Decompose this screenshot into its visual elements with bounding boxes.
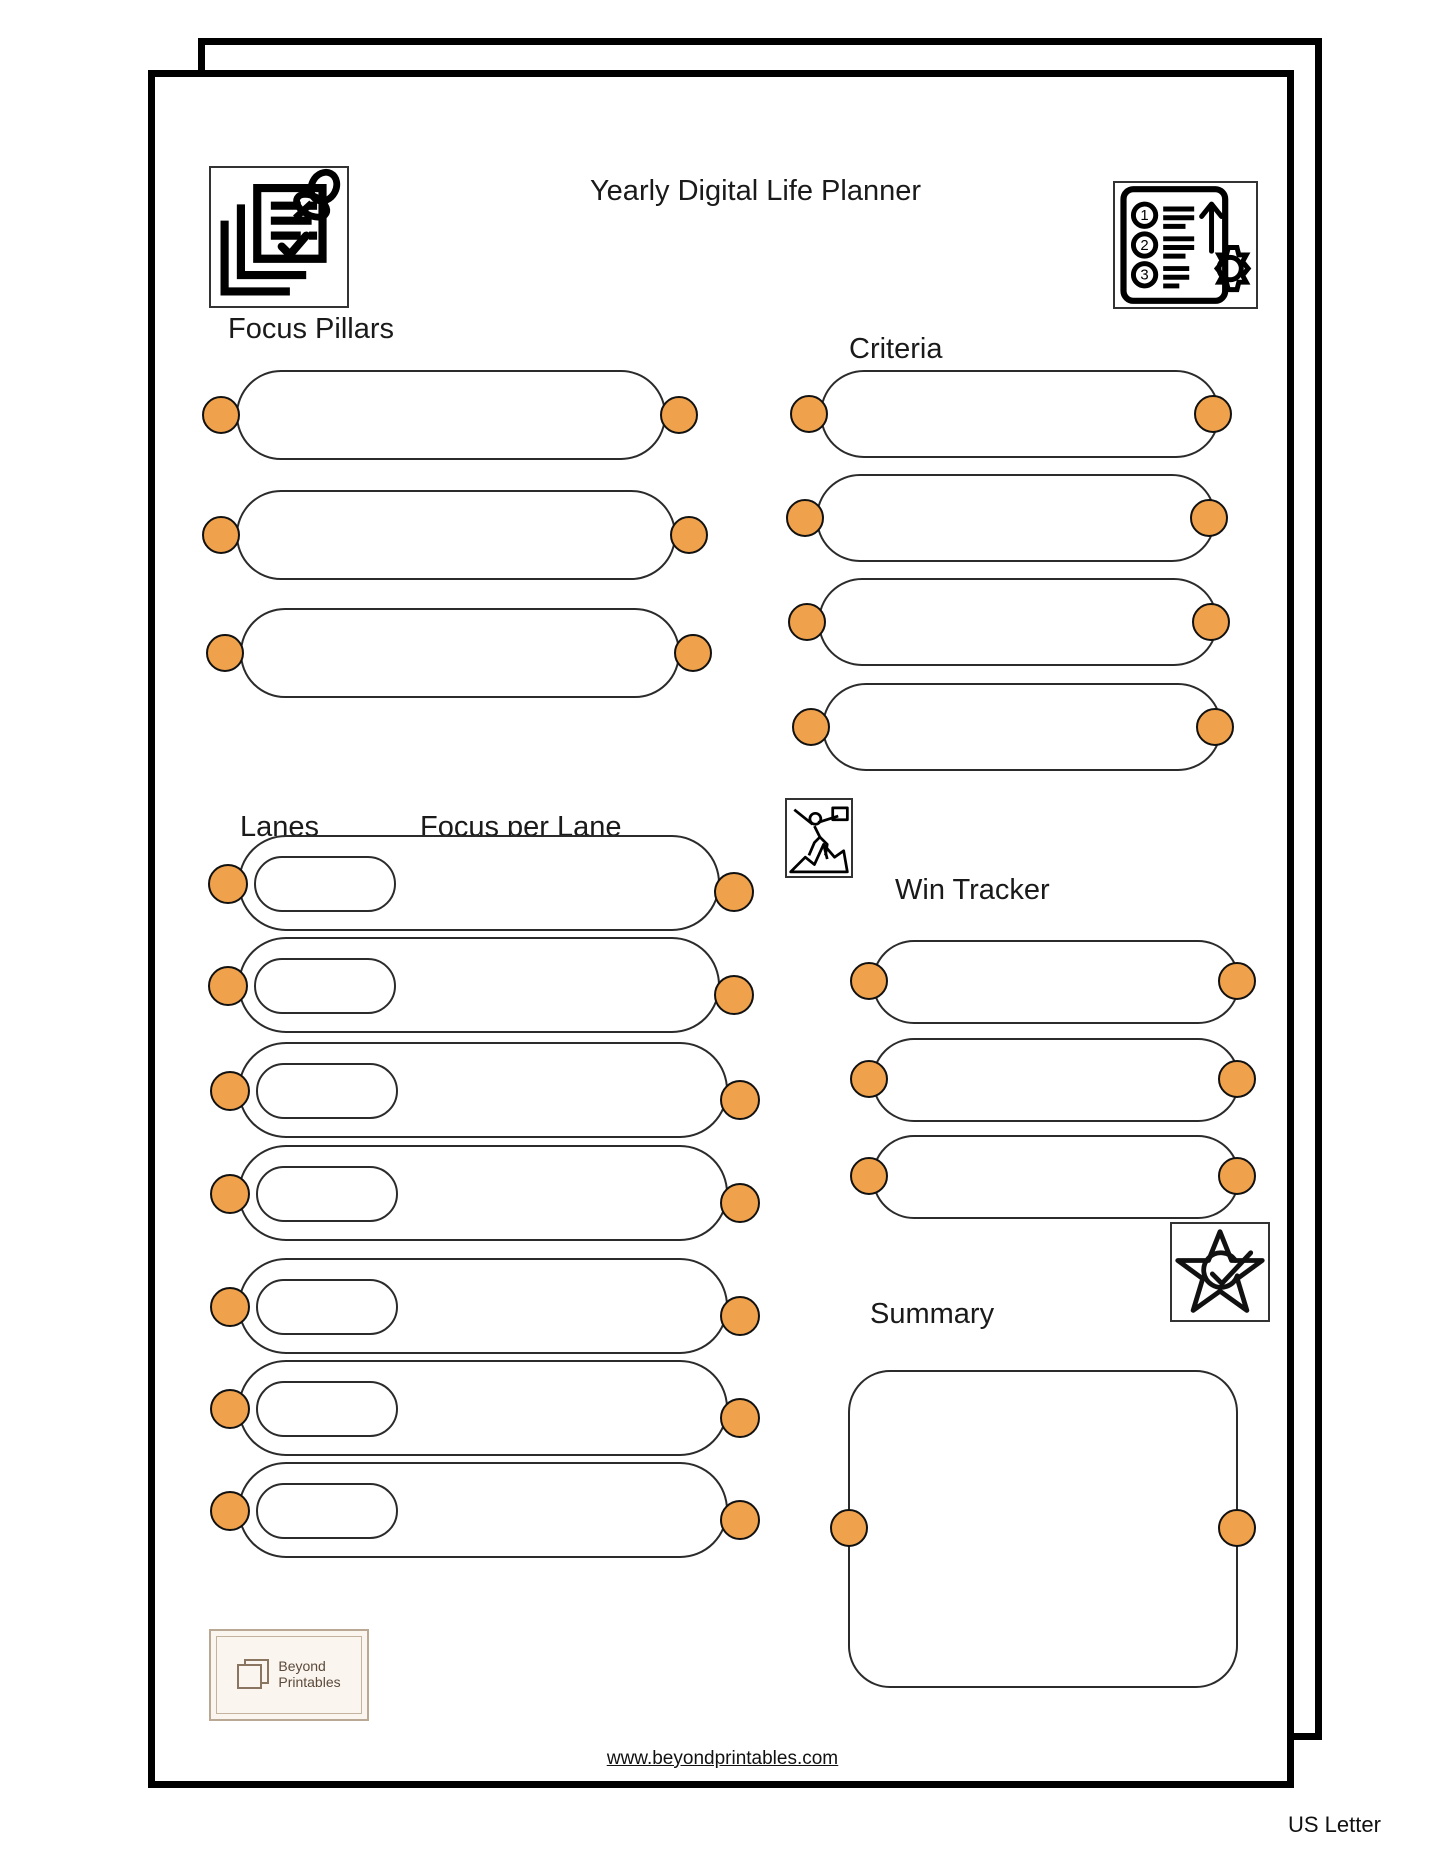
summary-dot-left[interactable] — [830, 1509, 868, 1547]
lane-name-input-3[interactable] — [256, 1063, 398, 1119]
lane-name-input-6[interactable] — [256, 1381, 398, 1437]
focus-pillar-row-3[interactable] — [240, 608, 680, 698]
focus-pillar-dot-right-2[interactable] — [670, 516, 708, 554]
focus-pillar-dot-right-1[interactable] — [660, 396, 698, 434]
win-tracker-dot-right-2[interactable] — [1218, 1060, 1256, 1098]
lane-dot-right-7[interactable] — [720, 1500, 760, 1540]
lane-name-input-7[interactable] — [256, 1483, 398, 1539]
lane-dot-left-4[interactable] — [210, 1174, 250, 1214]
lane-dot-left-2[interactable] — [208, 966, 248, 1006]
criteria-dot-left-2[interactable] — [786, 499, 824, 537]
lane-name-input-5[interactable] — [256, 1279, 398, 1335]
lane-dot-right-2[interactable] — [714, 975, 754, 1015]
footer-url[interactable]: www.beyondprintables.com — [0, 1748, 1445, 1770]
footer-url-text: www.beyondprintables.com — [606, 1748, 839, 1769]
summary-label: Summary — [870, 1298, 995, 1330]
win-tracker-row-3[interactable] — [872, 1135, 1240, 1219]
criteria-dot-right-4[interactable] — [1196, 708, 1234, 746]
criteria-row-3[interactable] — [818, 578, 1218, 666]
win-tracker-dot-right-1[interactable] — [1218, 962, 1256, 1000]
lane-dot-right-5[interactable] — [720, 1296, 760, 1336]
focus-pillar-dot-left-2[interactable] — [202, 516, 240, 554]
svg-text:2: 2 — [1140, 238, 1148, 254]
focus-pillar-row-1[interactable] — [236, 370, 666, 460]
lane-name-input-2[interactable] — [254, 958, 396, 1014]
brand-name-line1: Beyond — [278, 1658, 326, 1675]
focus-pillar-row-2[interactable] — [236, 490, 676, 580]
numbered-list-gear-arrow-icon: 1 2 3 — [1113, 181, 1258, 309]
lane-dot-left-3[interactable] — [210, 1071, 250, 1111]
criteria-dot-right-2[interactable] — [1190, 499, 1228, 537]
svg-text:3: 3 — [1140, 268, 1148, 284]
lane-dot-right-6[interactable] — [720, 1398, 760, 1438]
brand-badge: Beyond Printables — [209, 1629, 369, 1721]
win-tracker-dot-left-1[interactable] — [850, 962, 888, 1000]
star-check-icon — [1170, 1222, 1270, 1322]
criteria-row-4[interactable] — [822, 683, 1222, 771]
win-tracker-dot-left-2[interactable] — [850, 1060, 888, 1098]
focus-pillar-dot-left-1[interactable] — [202, 396, 240, 434]
win-tracker-row-2[interactable] — [872, 1038, 1240, 1122]
criteria-dot-left-1[interactable] — [790, 395, 828, 433]
stacked-squares-logo-icon — [237, 1659, 271, 1691]
lane-dot-right-3[interactable] — [720, 1080, 760, 1120]
lane-dot-left-7[interactable] — [210, 1491, 250, 1531]
lane-dot-right-4[interactable] — [720, 1183, 760, 1223]
brand-name-line2: Printables — [278, 1674, 341, 1690]
paper-size-label: US Letter — [1288, 1812, 1381, 1837]
criteria-row-2[interactable] — [816, 474, 1216, 562]
win-tracker-dot-right-3[interactable] — [1218, 1157, 1256, 1195]
win-tracker-label: Win Tracker — [895, 874, 1050, 906]
summary-dot-right[interactable] — [1218, 1509, 1256, 1547]
criteria-dot-left-3[interactable] — [788, 603, 826, 641]
mountain-climber-flag-icon — [785, 798, 853, 878]
lane-name-input-1[interactable] — [254, 856, 396, 912]
criteria-row-1[interactable] — [820, 370, 1220, 458]
lane-dot-left-5[interactable] — [210, 1287, 250, 1327]
documents-pin-checklist-icon — [209, 166, 349, 308]
lane-name-input-4[interactable] — [256, 1166, 398, 1222]
criteria-dot-left-4[interactable] — [792, 708, 830, 746]
focus-pillars-label: Focus Pillars — [228, 313, 394, 345]
svg-text:1: 1 — [1140, 208, 1148, 224]
lane-dot-left-1[interactable] — [208, 864, 248, 904]
win-tracker-dot-left-3[interactable] — [850, 1157, 888, 1195]
win-tracker-row-1[interactable] — [872, 940, 1240, 1024]
focus-pillar-dot-left-3[interactable] — [206, 634, 244, 672]
criteria-dot-right-1[interactable] — [1194, 395, 1232, 433]
focus-pillar-dot-right-3[interactable] — [674, 634, 712, 672]
summary-input[interactable] — [848, 1370, 1238, 1688]
lane-dot-right-1[interactable] — [714, 872, 754, 912]
page-title: Yearly Digital Life Planner — [590, 175, 922, 207]
lane-dot-left-6[interactable] — [210, 1389, 250, 1429]
criteria-dot-right-3[interactable] — [1192, 603, 1230, 641]
criteria-label: Criteria — [849, 333, 943, 365]
